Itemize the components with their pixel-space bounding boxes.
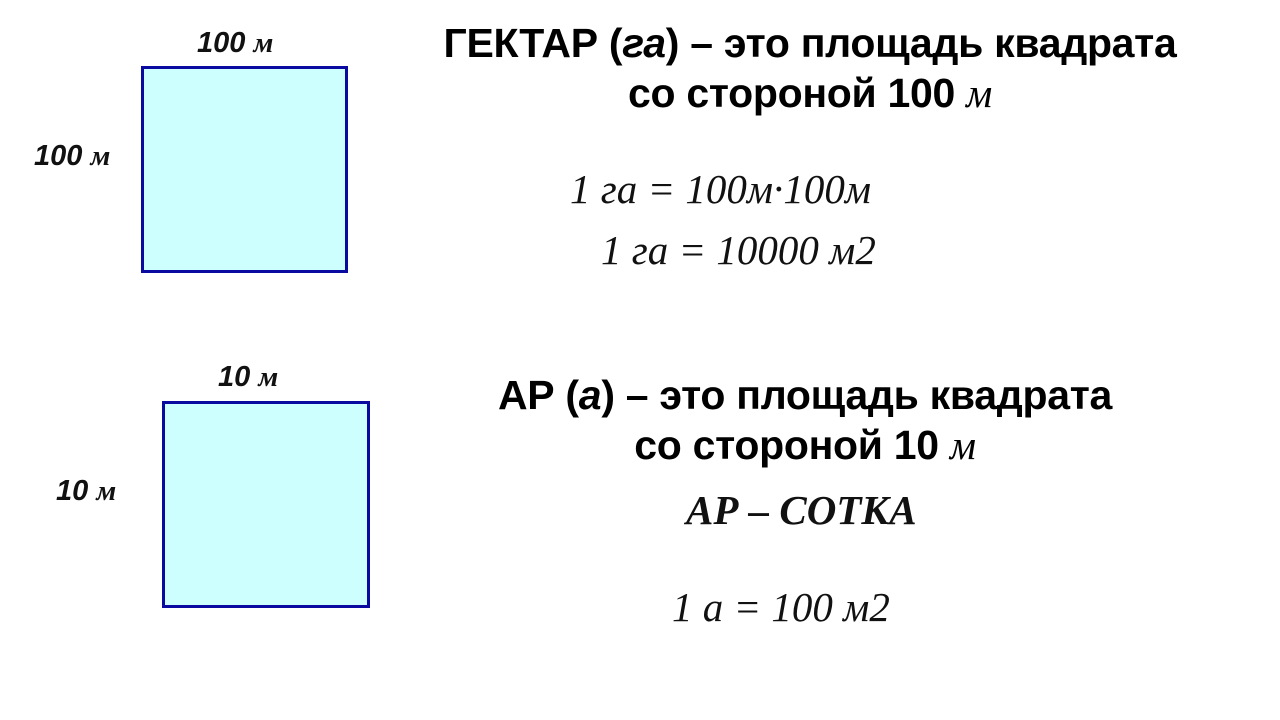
hectare-top-side-number: 100 <box>197 27 246 59</box>
are-left-side-unit: м <box>96 475 117 507</box>
hectare-left-side-unit: м <box>90 140 111 172</box>
are-top-side-label: 10 м <box>218 363 278 392</box>
hectare-heading-line1: ГЕКТАР (га) – это площадь квадрата <box>410 18 1210 68</box>
are-heading: АР (а) – это площадь квадрата со стороно… <box>405 370 1205 470</box>
are-top-side-number: 10 <box>218 361 251 393</box>
are-heading-side: со стороной 10 <box>634 422 950 468</box>
hectare-heading-term: ГЕКТАР ( <box>443 20 623 66</box>
hectare-heading-unit: м <box>966 70 992 116</box>
are-left-side-number: 10 <box>56 475 89 507</box>
are-heading-line2: со стороной 10 м <box>405 420 1205 470</box>
hectare-formula-result: 1 га = 10000 м2 <box>601 227 876 273</box>
are-heading-term: АР ( <box>497 372 579 418</box>
hectare-left-side-number: 100 <box>34 140 83 172</box>
hectare-top-side-unit: м <box>253 27 274 59</box>
are-formula-result: 1 а = 100 м2 <box>672 584 890 630</box>
hectare-heading: ГЕКТАР (га) – это площадь квадрата со ст… <box>410 18 1210 118</box>
are-left-side-label: 10 м <box>56 477 116 506</box>
are-abbreviation: а <box>578 372 602 418</box>
are-square <box>162 401 370 608</box>
are-top-side-unit: м <box>258 361 279 393</box>
are-sotka-synonym: АР – СОТКА <box>686 487 917 533</box>
hectare-heading-side: со стороной 100 <box>628 70 967 116</box>
hectare-square <box>141 66 348 273</box>
hectare-heading-line2: со стороной 100 м <box>410 68 1210 118</box>
are-heading-line1: АР (а) – это площадь квадрата <box>405 370 1205 420</box>
hectare-left-side-label: 100 м <box>34 142 110 171</box>
hectare-abbreviation: га <box>622 20 666 66</box>
hectare-top-side-label: 100 м <box>197 29 273 58</box>
are-heading-unit: м <box>949 422 976 468</box>
hectare-heading-definition: ) – это площадь квадрата <box>665 20 1177 66</box>
are-heading-definition: ) – это площадь квадрата <box>601 372 1112 418</box>
hectare-formula-product: 1 га = 100м·100м <box>570 166 871 212</box>
